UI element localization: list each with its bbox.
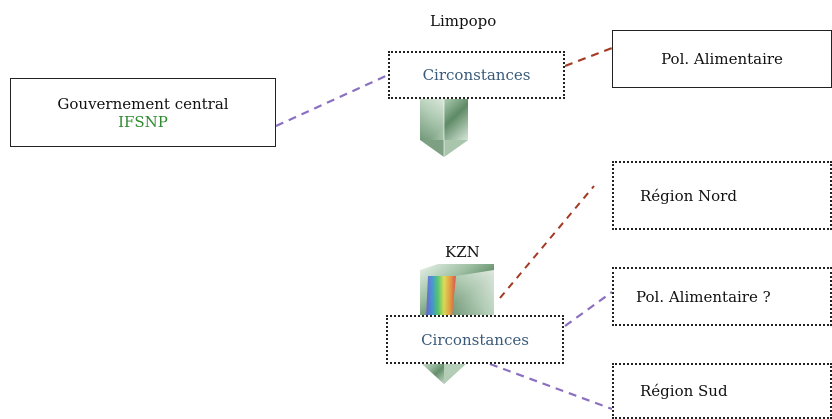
region-sud-label: Région Sud — [640, 382, 728, 400]
ifsnp-label: IFSNP — [118, 112, 168, 131]
circonstances-bottom-box: Circonstances — [386, 315, 564, 364]
connector-circ-top-pol — [564, 46, 613, 68]
kzn-label: KZN — [445, 243, 480, 261]
region-nord-label: Région Nord — [640, 186, 737, 205]
region-sud-box: Région Sud — [612, 363, 832, 419]
pol-alimentaire-label: Pol. Alimentaire — [661, 50, 783, 68]
pol-alimentaire-box: Pol. Alimentaire — [612, 30, 832, 88]
pol-alimentaire-question-box: Pol. Alimentaire ? — [612, 267, 832, 326]
gouvernement-central-title: Gouvernement central — [57, 94, 229, 113]
region-nord-box: Région Nord — [612, 161, 832, 230]
circonstances-top-box: Circonstances — [388, 51, 565, 99]
gouvernement-central-box: Gouvernement central IFSNP — [10, 78, 276, 147]
connector-kzn-nord — [499, 185, 595, 299]
circonstances-top-label: Circonstances — [422, 66, 531, 84]
connector-gov-circ-top — [275, 73, 389, 128]
prism-top-icon — [420, 95, 468, 157]
circonstances-bottom-label: Circonstances — [421, 330, 529, 349]
connector-circ-bottom-sud — [489, 362, 613, 411]
connector-circ-bottom-pol — [564, 291, 613, 327]
prism-bottom-icon — [420, 264, 494, 384]
limpopo-label: Limpopo — [430, 12, 497, 30]
pol-alimentaire-question-label: Pol. Alimentaire ? — [636, 287, 771, 306]
